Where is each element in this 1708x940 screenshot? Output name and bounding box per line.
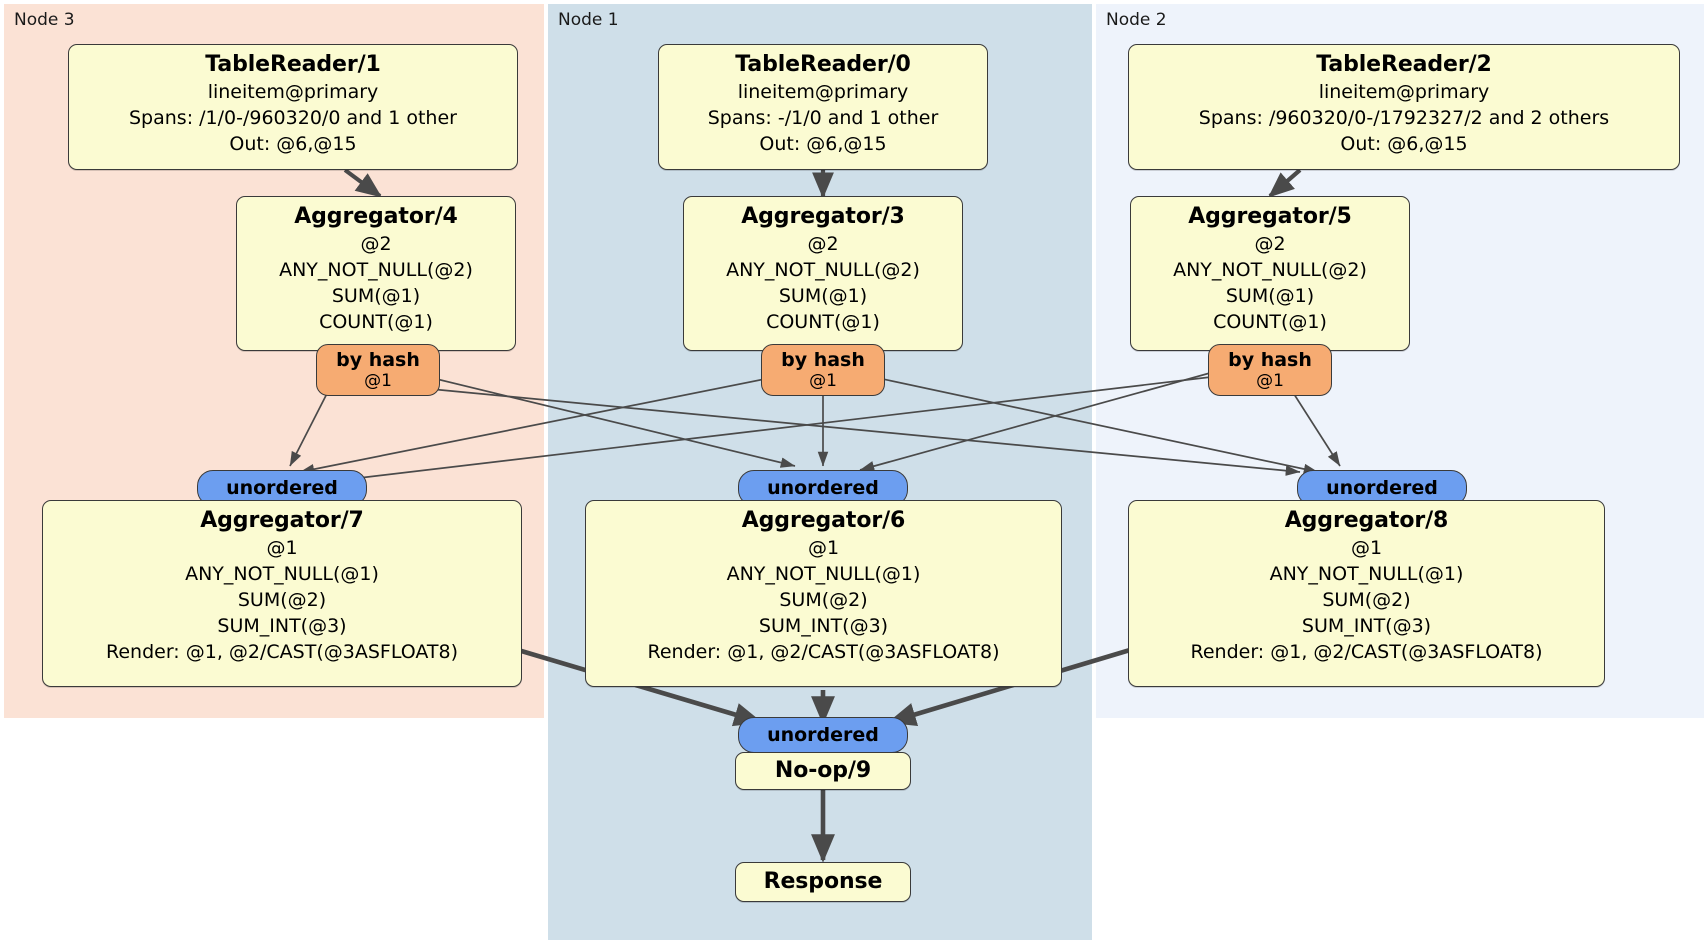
processor-response[interactable]: Response — [735, 862, 911, 902]
processor-detail-line: SUM(@2) — [237, 589, 327, 611]
processor-aggregator-5[interactable]: Aggregator/5 @2 ANY_NOT_NULL(@2) SUM(@1)… — [1130, 196, 1410, 351]
processor-detail-line: @1 — [266, 537, 298, 559]
edge-hashleft-to-syncright — [419, 387, 1301, 476]
synchronizer-label: unordered — [767, 724, 879, 746]
processor-detail-line: SUM(@2) — [1322, 589, 1411, 611]
processor-detail-line: Spans: -/1/0 and 1 other — [707, 107, 939, 129]
processor-detail-line: lineitem@primary — [207, 81, 379, 103]
edge-tablereader1-to-aggregator4 — [343, 168, 383, 198]
processor-detail-line: lineitem@primary — [737, 81, 909, 103]
processor-detail-line: @2 — [360, 233, 392, 255]
router-by-hash-center[interactable]: by hash @1 — [761, 344, 885, 396]
processor-detail-line: SUM(@1) — [1225, 285, 1315, 307]
processor-aggregator-6[interactable]: Aggregator/6 @1 ANY_NOT_NULL(@1) SUM(@2)… — [585, 500, 1062, 687]
processor-detail-line: ANY_NOT_NULL(@2) — [1173, 259, 1367, 281]
router-type-label: by hash — [336, 348, 420, 371]
processor-detail-line: Out: @6,@15 — [229, 133, 357, 155]
processor-tablereader-1[interactable]: TableReader/1 lineitem@primary Spans: /1… — [68, 44, 518, 170]
processor-aggregator-4[interactable]: Aggregator/4 @2 ANY_NOT_NULL(@2) SUM(@1)… — [236, 196, 516, 351]
processor-tablereader-2[interactable]: TableReader/2 lineitem@primary Spans: /9… — [1128, 44, 1680, 170]
processor-title: Aggregator/5 — [1188, 204, 1352, 229]
edge-hashcenter-to-syncright — [877, 377, 1319, 475]
router-type-label: by hash — [1228, 348, 1312, 371]
processor-detail-line: Spans: /960320/0-/1792327/2 and 2 others — [1198, 107, 1610, 129]
processor-title: Response — [763, 869, 883, 894]
synchronizer-label: unordered — [767, 477, 879, 499]
edge-hashright-to-syncleft — [299, 374, 1229, 489]
processor-title: TableReader/1 — [205, 52, 381, 77]
router-column-label: @1 — [809, 370, 837, 391]
processor-detail-line: SUM(@1) — [778, 285, 868, 307]
node-panel-label: Node 1 — [558, 10, 619, 30]
processor-detail-line: @2 — [807, 233, 839, 255]
synchronizer-label: unordered — [226, 477, 338, 499]
synchronizer-label: unordered — [1326, 477, 1438, 499]
processor-title: Aggregator/7 — [200, 508, 364, 533]
processor-noop-9[interactable]: No-op/9 — [735, 752, 911, 790]
synchronizer-unordered-final[interactable]: unordered — [738, 717, 908, 753]
processor-detail-line: ANY_NOT_NULL(@1) — [185, 563, 379, 585]
processor-detail-line: SUM(@2) — [779, 589, 868, 611]
processor-aggregator-7[interactable]: Aggregator/7 @1 ANY_NOT_NULL(@1) SUM(@2)… — [42, 500, 522, 687]
processor-detail-line: COUNT(@1) — [319, 311, 433, 333]
router-column-label: @1 — [1256, 370, 1284, 391]
processor-detail-line: Spans: /1/0-/960320/0 and 1 other — [129, 107, 457, 129]
node-panel-label: Node 3 — [14, 10, 75, 30]
processor-detail-line: @1 — [1350, 537, 1383, 559]
processor-render-line: Render: @1, @2/CAST(@3ASFLOAT8) — [1190, 641, 1543, 663]
processor-detail-line: ANY_NOT_NULL(@2) — [279, 259, 473, 281]
processor-detail-line: SUM_INT(@3) — [1301, 615, 1432, 637]
processor-detail-line: ANY_NOT_NULL(@2) — [726, 259, 920, 281]
processor-title: Aggregator/6 — [741, 508, 906, 533]
processor-render-line: Render: @1, @2/CAST(@3ASFLOAT8) — [106, 641, 458, 663]
router-column-label: @1 — [364, 370, 392, 391]
processor-detail-line: SUM(@1) — [331, 285, 421, 307]
router-by-hash-left[interactable]: by hash @1 — [316, 344, 440, 396]
processor-detail-line: ANY_NOT_NULL(@1) — [726, 563, 921, 585]
edge-hashright-to-synccenter — [859, 367, 1229, 472]
processor-title: Aggregator/4 — [294, 204, 458, 229]
processor-detail-line: Out: @6,@15 — [1340, 133, 1468, 155]
router-type-label: by hash — [781, 348, 865, 371]
processor-tablereader-0[interactable]: TableReader/0 lineitem@primary Spans: -/… — [658, 44, 988, 170]
processor-detail-line: COUNT(@1) — [766, 311, 880, 333]
edge-hashleft-to-synccenter — [419, 374, 796, 468]
processor-title: Aggregator/8 — [1284, 508, 1449, 533]
processor-detail-line: Out: @6,@15 — [759, 133, 887, 155]
edge-hashcenter-to-syncleft — [299, 377, 771, 475]
node-panel-label: Node 2 — [1106, 10, 1167, 30]
processor-aggregator-8[interactable]: Aggregator/8 @1 ANY_NOT_NULL(@1) SUM(@2)… — [1128, 500, 1605, 687]
router-by-hash-right[interactable]: by hash @1 — [1208, 344, 1332, 396]
processor-title: Aggregator/3 — [741, 204, 905, 229]
processor-aggregator-3[interactable]: Aggregator/3 @2 ANY_NOT_NULL(@2) SUM(@1)… — [683, 196, 963, 351]
processor-detail-line: lineitem@primary — [1318, 81, 1490, 103]
processor-title: No-op/9 — [774, 758, 872, 783]
processor-detail-line: @1 — [807, 537, 840, 559]
processor-detail-line: COUNT(@1) — [1213, 311, 1327, 333]
processor-title: TableReader/0 — [735, 52, 911, 77]
processor-render-line: Render: @1, @2/CAST(@3ASFLOAT8) — [647, 641, 1000, 663]
processor-detail-line: SUM_INT(@3) — [758, 615, 889, 637]
processor-detail-line: ANY_NOT_NULL(@1) — [1269, 563, 1464, 585]
processor-detail-line: @2 — [1254, 233, 1286, 255]
processor-detail-line: SUM_INT(@3) — [217, 615, 347, 637]
edge-tablereader2-to-aggregator5 — [1268, 168, 1302, 198]
processor-title: TableReader/2 — [1316, 52, 1492, 77]
